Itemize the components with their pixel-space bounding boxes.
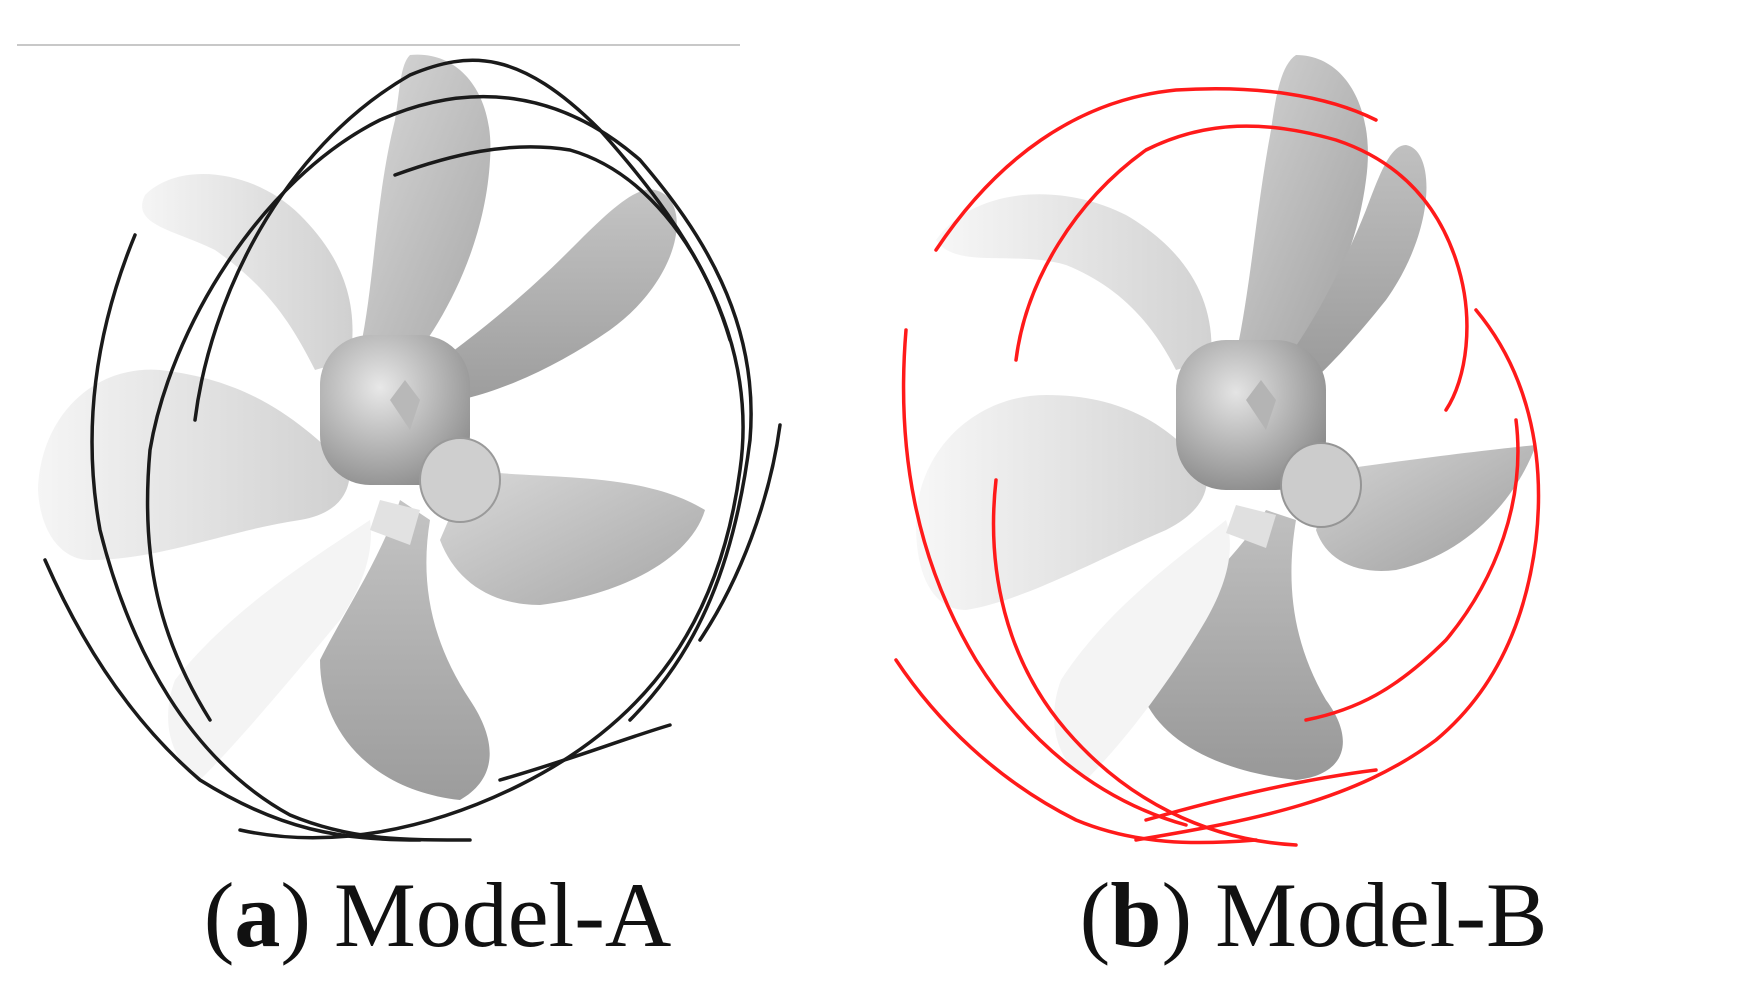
panel-model-a: (a) Model-A: [0, 0, 875, 990]
propeller-figure-b: [894, 55, 1541, 847]
caption-model-name: Model-A: [334, 864, 672, 966]
caption-model-name: Model-B: [1215, 864, 1548, 966]
panel-model-b: (b) Model-B: [876, 0, 1751, 990]
tip-vortex-lines: [894, 87, 1541, 847]
tip-vortex-lines: [43, 58, 782, 842]
propeller-blades: [916, 55, 1536, 780]
propeller-blades: [38, 54, 705, 800]
propeller-hub: [1176, 340, 1362, 548]
caption-model-b: (b) Model-B: [1079, 864, 1548, 966]
top-divider-line: [17, 44, 740, 46]
propeller-hub: [320, 335, 501, 545]
caption-letter: b: [1110, 864, 1162, 966]
caption-letter: a: [234, 864, 281, 966]
caption-model-a: (a) Model-A: [203, 864, 672, 966]
propeller-figure-a: [38, 54, 782, 842]
